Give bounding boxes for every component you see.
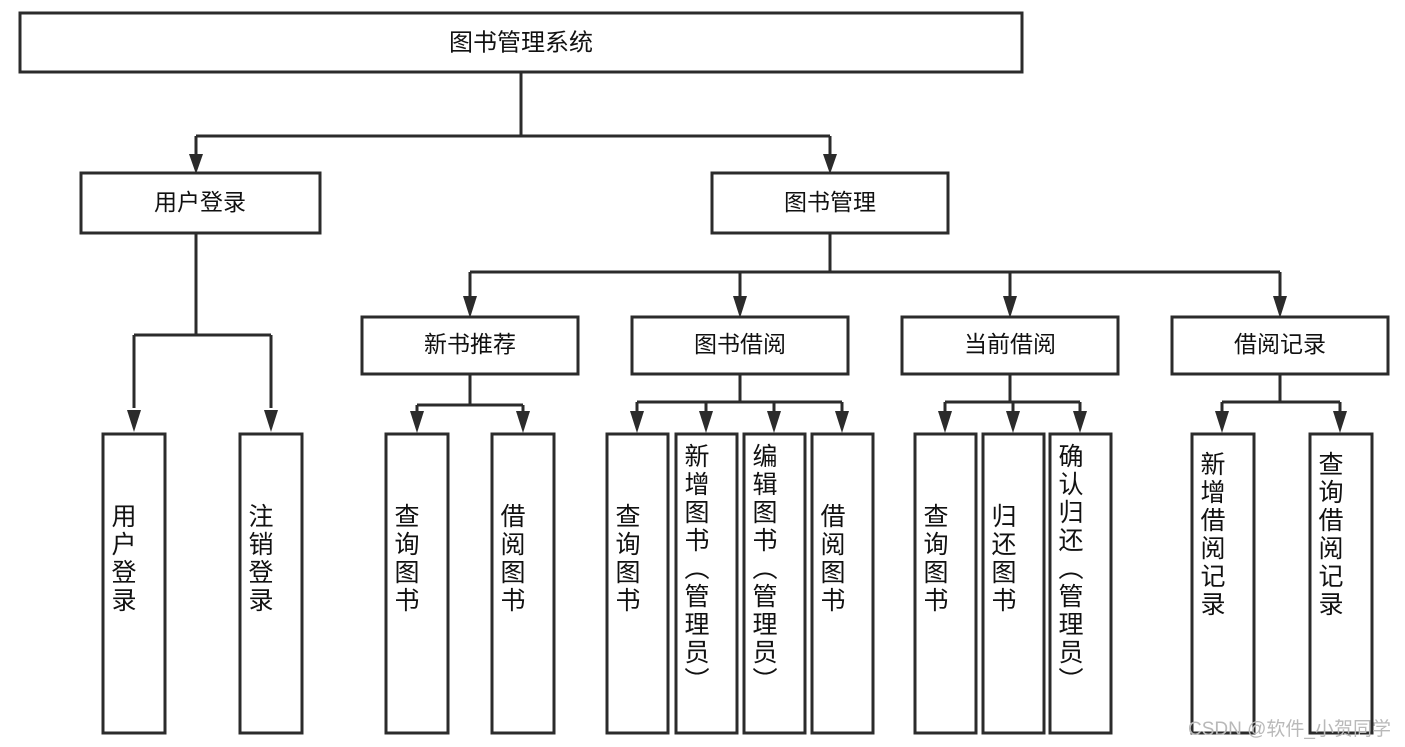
arrow-root-to-userlogin	[189, 154, 203, 174]
node-leaf-borrow-book-1-box[interactable]	[490, 432, 556, 735]
node-root-label: 图书管理系统	[449, 29, 593, 56]
arrow-record-leaf2	[1333, 411, 1347, 433]
node-leaf-query-record-box[interactable]	[1308, 432, 1374, 735]
arrow-current-leaf1	[938, 411, 952, 433]
arrow-borrow-leaf3	[767, 411, 781, 433]
node-leaf-query-book-3-box[interactable]	[913, 432, 978, 735]
arrow-current-leaf3	[1073, 411, 1087, 433]
arrow-newbook-leaf1	[410, 411, 424, 433]
node-leaf-edit-book-box[interactable]	[742, 432, 807, 735]
node-leaf-borrow-book-2-box[interactable]	[810, 432, 875, 735]
node-user-login-label: 用户登录	[154, 189, 246, 215]
node-borrow-record-label: 借阅记录	[1234, 331, 1326, 357]
arrow-borrow-leaf2	[699, 411, 713, 433]
arrow-record-leaf1	[1215, 411, 1229, 433]
node-book-borrow-label: 图书借阅	[694, 331, 786, 357]
node-new-book-recommend-box[interactable]	[360, 315, 580, 376]
node-user-login-box[interactable]	[79, 171, 322, 235]
arrow-bookmgmt-c2	[733, 296, 747, 318]
node-group: 图书管理系统 用户登录 图书管理 新书推荐 图书借阅 当前借阅 借阅记录	[18, 11, 1390, 735]
arrow-borrow-leaf1	[630, 411, 644, 433]
node-leaf-query-book-1-box[interactable]	[384, 432, 450, 735]
node-leaf-add-record-box[interactable]	[1190, 432, 1256, 735]
node-borrow-record-box[interactable]	[1170, 315, 1390, 376]
arrow-bookmgmt-c4	[1273, 296, 1287, 318]
node-leaf-confirm-return-box[interactable]	[1048, 432, 1113, 735]
watermark-text: CSDN @软件_小贺同学	[1188, 719, 1391, 740]
arrow-borrow-leaf4	[835, 411, 849, 433]
node-current-borrow-box[interactable]	[900, 315, 1120, 376]
node-new-book-recommend-label: 新书推荐	[424, 331, 516, 357]
arrow-userlogin-leaf2	[264, 410, 278, 432]
arrow-root-to-bookmgmt	[823, 154, 837, 174]
node-book-management-box[interactable]	[710, 171, 950, 235]
node-book-management-label: 图书管理	[784, 189, 876, 215]
arrow-bookmgmt-c3	[1003, 296, 1017, 318]
connector-group	[127, 72, 1347, 433]
arrow-userlogin-leaf1	[127, 410, 141, 432]
node-leaf-user-login-box[interactable]	[101, 432, 167, 735]
node-book-borrow-box[interactable]	[630, 315, 850, 376]
arrow-bookmgmt-c1	[463, 296, 477, 318]
node-leaf-add-book-box[interactable]	[674, 432, 739, 735]
node-leaf-logout-box[interactable]	[238, 432, 304, 735]
node-leaf-return-book-box[interactable]	[981, 432, 1046, 735]
node-root-box[interactable]	[18, 11, 1024, 74]
arrow-newbook-leaf2	[516, 411, 530, 433]
node-current-borrow-label: 当前借阅	[964, 331, 1056, 357]
arrow-current-leaf2	[1006, 411, 1020, 433]
node-leaf-query-book-2-box[interactable]	[605, 432, 670, 735]
